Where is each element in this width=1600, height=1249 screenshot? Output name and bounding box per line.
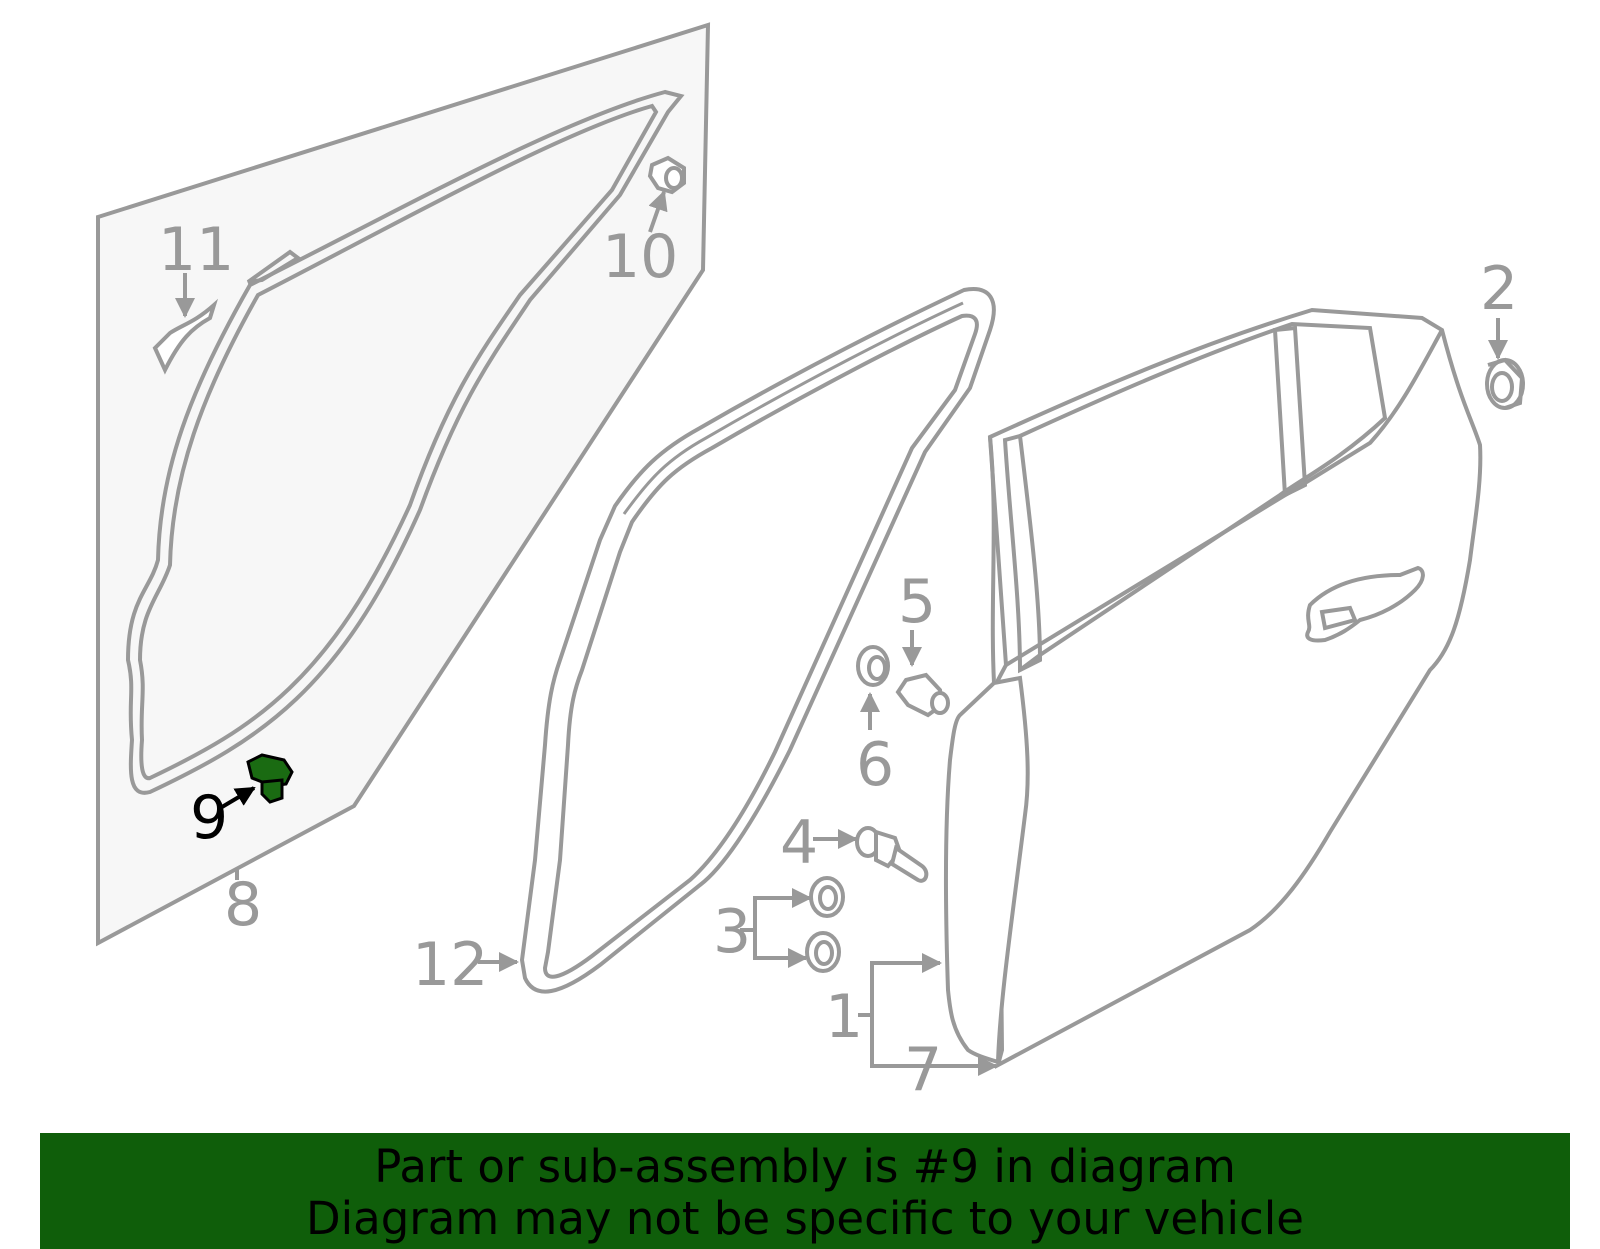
part-3-grommets	[805, 876, 845, 973]
part-5-stopper	[895, 672, 950, 718]
part-9-clip-highlighted	[246, 753, 294, 804]
callout-10: 10	[602, 222, 678, 292]
callout-11: 11	[158, 215, 234, 285]
part-2-plug	[1485, 357, 1525, 410]
banner-line-1: Part or sub-assembly is #9 in diagram	[374, 1140, 1236, 1193]
leader-lines	[175, 190, 1508, 1076]
part-11-seal-piece	[152, 298, 219, 375]
banner-line-2: Diagram may not be specific to your vehi…	[306, 1192, 1304, 1245]
callout-2: 2	[1480, 254, 1518, 324]
part-10-clip	[647, 155, 686, 195]
callout-8: 8	[224, 870, 262, 940]
part-8-inner-seal	[125, 89, 685, 795]
part-6-grommet	[856, 645, 890, 687]
callout-3: 3	[713, 897, 751, 967]
callout-7: 7	[904, 1035, 942, 1105]
callout-4: 4	[780, 808, 818, 878]
callout-5: 5	[898, 567, 936, 637]
leader-line-9	[220, 786, 256, 809]
part-1-door-shell	[943, 307, 1483, 1069]
part-4-bolt	[855, 826, 929, 883]
part-12-door-weatherstrip	[519, 287, 996, 994]
callout-12: 12	[412, 930, 488, 1000]
info-banner: Part or sub-assembly is #9 in diagram Di…	[40, 1133, 1570, 1249]
callout-9-highlighted: 9	[190, 783, 228, 853]
callout-1: 1	[825, 982, 863, 1052]
callout-6: 6	[856, 730, 894, 800]
